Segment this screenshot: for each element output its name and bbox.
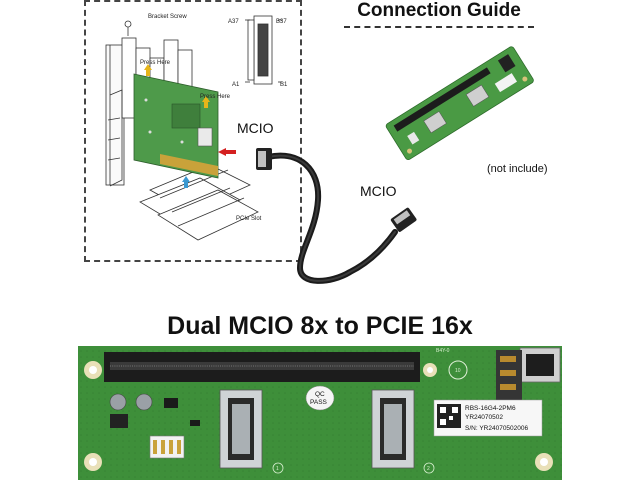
silk-version: B4Y-0 [436,348,450,354]
silk-port-1: 1 [276,466,279,472]
silk-number: 10 [455,368,461,374]
sticker-batch: YR24070502 [465,414,503,421]
b1-label: B1 [280,82,288,88]
qc-sticker-line2: PASS [310,399,328,406]
silk-port-2: 2 [427,466,430,472]
b37-label: B37 [276,19,287,25]
not-included-note: (not include) [487,163,548,175]
press-here-label-2: Press Here [200,94,231,100]
a37-label: A37 [228,19,239,25]
connection-guide-title: Connection Guide [357,0,521,21]
riser-board-photo [385,46,534,161]
sticker-serial: S/N: YR24070502006 [465,425,529,432]
mcio-label-riser-end: MCIO [360,183,397,199]
pcie-slot-label: PCIe Slot [236,216,262,222]
press-here-label-1: Press Here [140,60,171,66]
product-title: Dual MCIO 8x to PCIE 16x [167,312,473,340]
mcio-cable [256,148,417,284]
installation-diagram-frame [84,0,302,262]
bracket-screw-label: Bracket Screw [148,14,187,20]
mcio-connector-bottom [390,207,417,232]
mcio-label-card-end: MCIO [237,120,274,136]
diagram-labels: Bracket Screw A37 B37 A1 B1 Press Here P… [140,14,288,222]
connection-guide-underline [344,26,534,28]
qc-sticker-line1: QC [315,391,325,398]
a1-label: A1 [232,82,240,88]
product-pcb-photo [78,346,562,480]
adapter-card-drawing [133,64,236,188]
mcio-connector-top [256,148,272,170]
sticker-model: RBS-16G4-2PM6 [465,405,516,412]
